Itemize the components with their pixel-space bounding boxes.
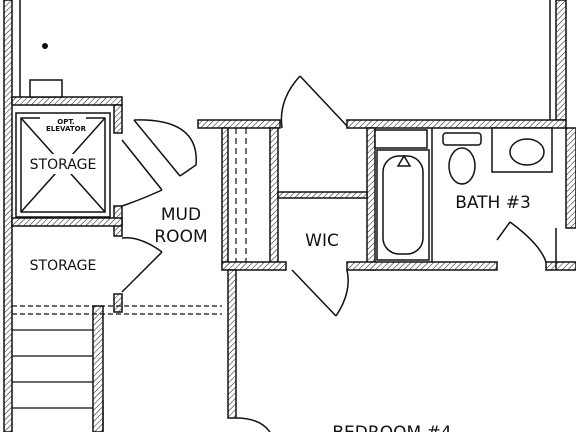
label-backdrop-storage-top bbox=[24, 154, 102, 174]
label-wic: WIC bbox=[305, 231, 339, 251]
wall-storage-right-upper bbox=[113, 104, 123, 134]
wall-right-upper bbox=[555, 0, 567, 121]
closet-shelf bbox=[235, 128, 247, 262]
label-opt-elevator-1: OPT. bbox=[57, 118, 74, 126]
wall-storage-divider bbox=[11, 217, 123, 227]
room-labels: OPT. ELEVATOR STORAGE STORAGE MUD ROOM W… bbox=[30, 118, 531, 432]
label-storage-bottom: STORAGE bbox=[30, 258, 97, 274]
wall-closet-left bbox=[221, 127, 229, 267]
wall-bath-right bbox=[565, 127, 576, 229]
wall-bath-top bbox=[346, 119, 567, 129]
label-backdrop-elevator bbox=[40, 117, 86, 134]
wall-mudroom-top bbox=[197, 119, 281, 129]
tub-faucet bbox=[396, 154, 412, 167]
toilet-bowl bbox=[448, 147, 476, 185]
shelf-top bbox=[374, 129, 428, 149]
wall-bath-left bbox=[366, 127, 376, 271]
dot-marker bbox=[42, 43, 48, 49]
stairs bbox=[12, 305, 222, 432]
wall-stair bbox=[113, 293, 123, 313]
toilet-tank bbox=[442, 132, 482, 146]
wall-wic-left bbox=[269, 127, 279, 267]
sink bbox=[509, 138, 545, 166]
wall-storage-top bbox=[11, 96, 123, 106]
door-swings bbox=[121, 75, 547, 432]
label-bedroom4: BEDROOM #4 bbox=[332, 423, 451, 432]
label-mud-room-1: MUD bbox=[161, 205, 201, 225]
label-opt-elevator-2: ELEVATOR bbox=[46, 125, 87, 133]
bath-fixtures bbox=[374, 127, 553, 262]
label-bath3: BATH #3 bbox=[455, 193, 531, 213]
label-mud-room-2: ROOM bbox=[154, 227, 207, 247]
wall-bedroom-top-left bbox=[221, 261, 287, 271]
wall-wic-top bbox=[277, 191, 368, 199]
wall-left-exterior bbox=[3, 0, 13, 432]
wall-bedroom-top-far bbox=[545, 261, 576, 271]
walls bbox=[3, 0, 576, 432]
outline-lines bbox=[19, 0, 557, 270]
wall-bedroom-left bbox=[227, 269, 237, 419]
label-storage-top: STORAGE bbox=[30, 157, 97, 173]
wall-stair-lower bbox=[92, 305, 104, 432]
vent-box bbox=[29, 79, 63, 98]
wall-bedroom-top-right bbox=[346, 261, 498, 271]
